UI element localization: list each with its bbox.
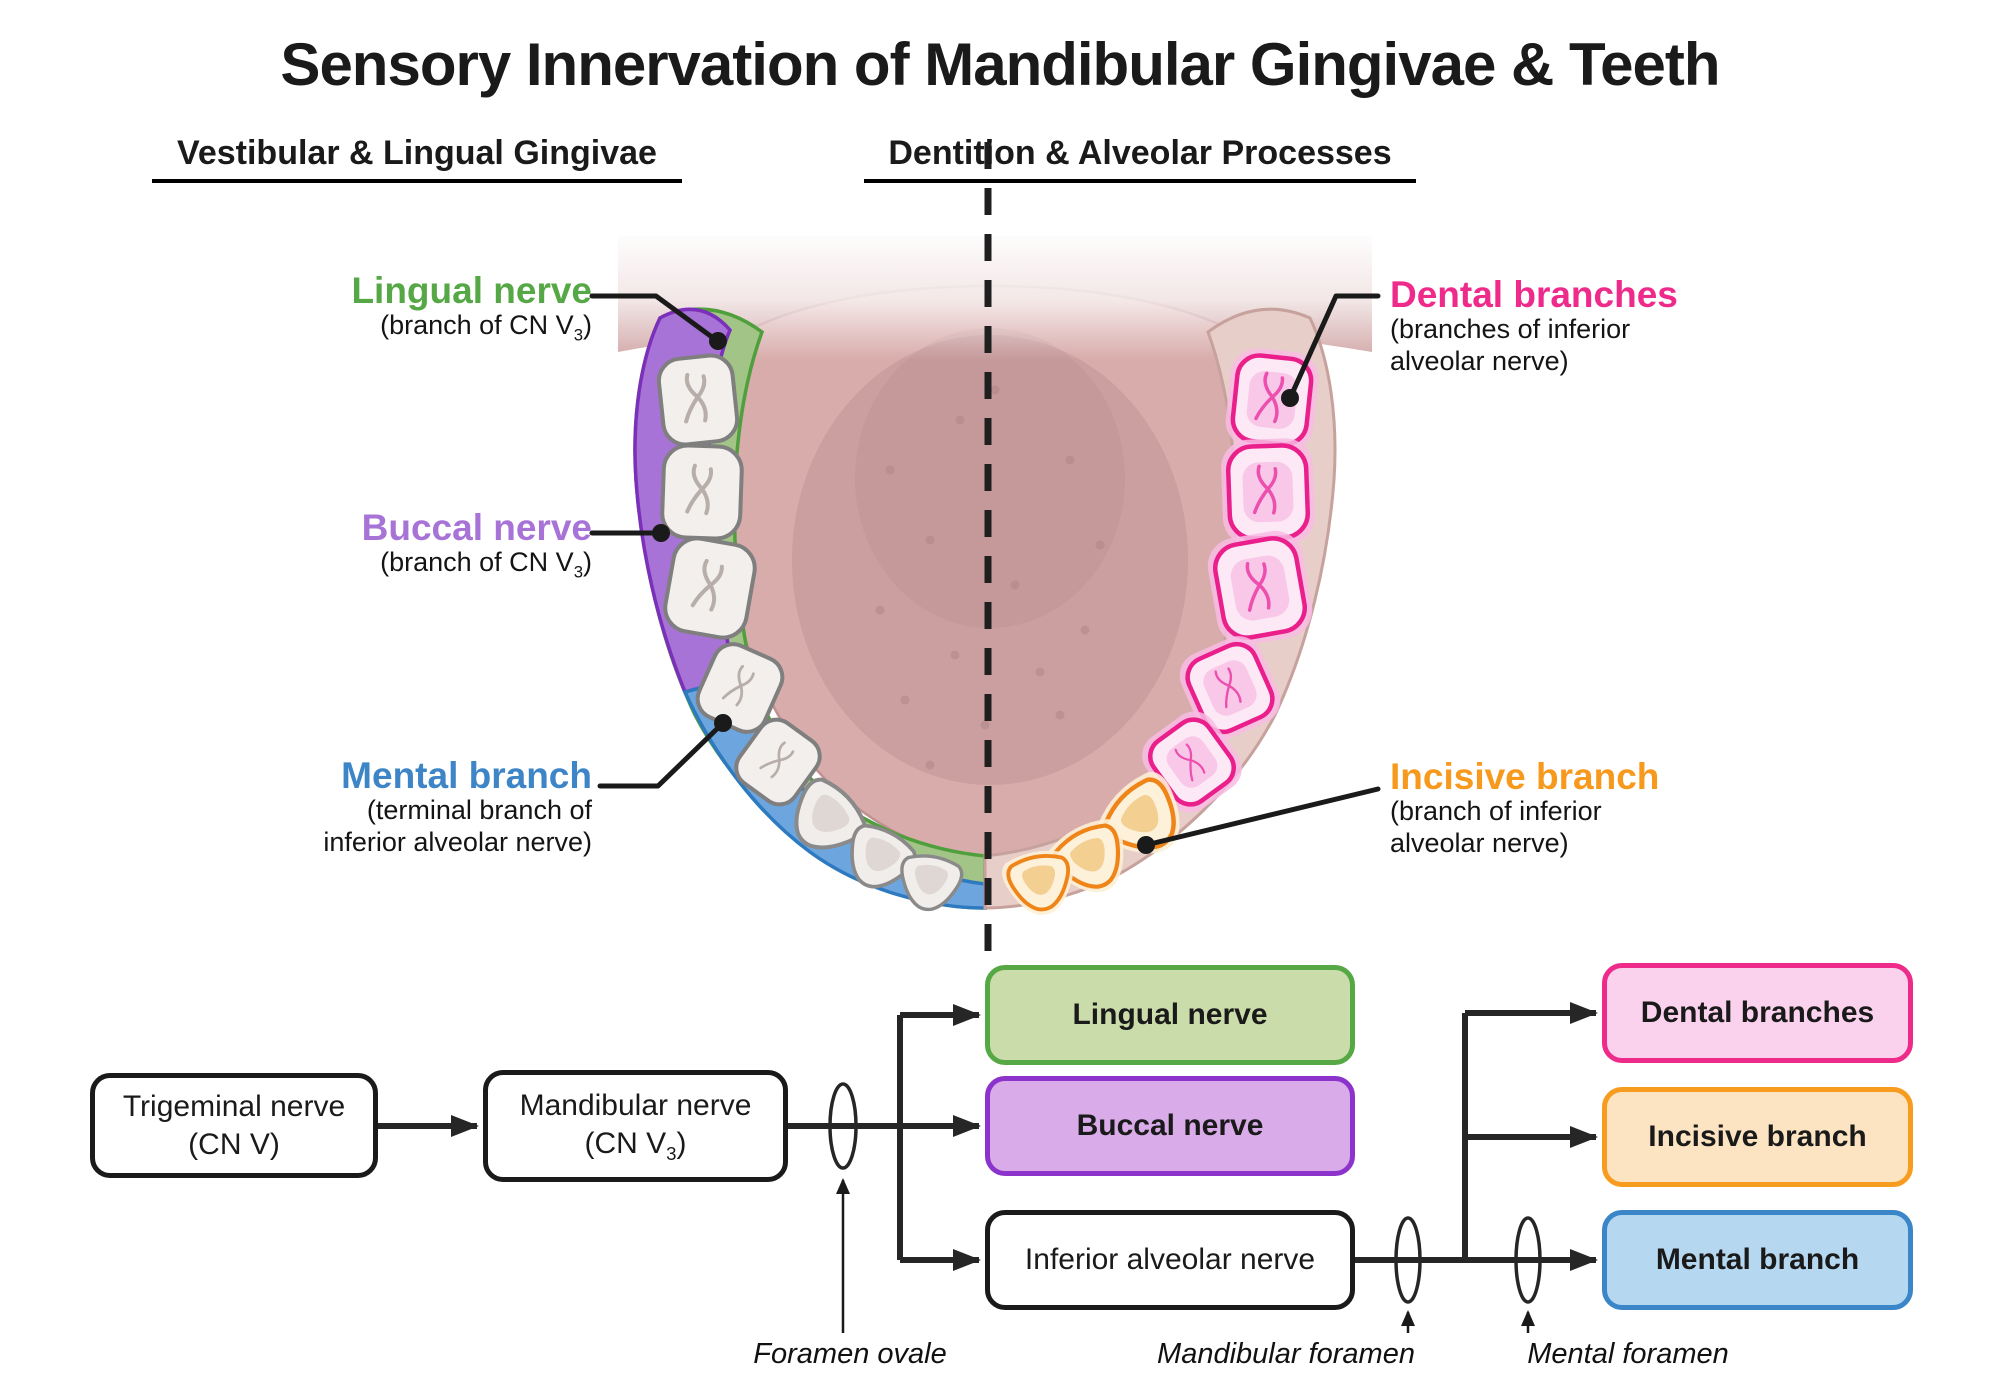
lingual-leader-dot [709,332,727,350]
mental-branch-label: Mental branch [341,755,592,796]
foramen-ovale-label: Foramen ovale [753,1338,947,1370]
incisive-leader-dot [1137,836,1155,854]
tooth [663,536,757,640]
mental-leader-line [597,721,725,789]
mental-branch-sublabel: (terminal branch of inferior alveolar ne… [323,795,592,858]
mental-foramen-label: Mental foramen [1527,1338,1729,1370]
tooth [1179,636,1281,740]
tooth [1207,530,1313,646]
right-teeth-dental [1142,348,1319,813]
callout-dental-branches: Dental branches (branches of inferior al… [1390,276,1830,378]
mandibular-foramen-label: Mandibular foramen [1157,1338,1415,1370]
lingual-nerve-sublabel: (branch of CN V3) [380,310,592,345]
flow-connectors [378,1002,1598,1304]
tooth [660,443,744,541]
flow-box-mandibular-nerve: Mandibular nerve (CN V3) [483,1070,788,1182]
buccal-nerve-label: Buccal nerve [361,507,592,548]
flow-box-inferior-alveolar-nerve: Inferior alveolar nerve [985,1210,1355,1310]
page-title: Sensory Innervation of Mandibular Gingiv… [280,31,1720,98]
section-header-dentition: Dentition & Alveolar Processes [864,134,1416,183]
incisive-branch-sublabel: (branch of inferior alveolar nerve) [1390,796,1602,859]
flow-box-dental-branches: Dental branches [1602,963,1913,1063]
lingual-leader-line [589,293,719,343]
buccal-leader-dot [652,524,670,542]
tongue-papillae [875,385,1105,770]
callout-leaders [589,293,1381,854]
callout-lingual-nerve: Lingual nerve (branch of CN V3) [150,272,592,345]
tooth [1221,438,1315,546]
callout-mental-branch: Mental branch (terminal branch of inferi… [110,757,592,859]
callout-buccal-nerve: Buccal nerve (branch of CN V3) [150,509,592,582]
foramen-ovale-ellipse [828,1082,858,1170]
mandibular-foramen-ellipse [1394,1216,1422,1304]
incisive-leader-line [1147,786,1381,847]
flow-box-trigeminal-nerve: Trigeminal nerve (CN V) [90,1073,378,1178]
dental-branches-sublabel: (branches of inferior alveolar nerve) [1390,314,1631,377]
left-teeth [656,353,966,917]
flow-box-incisive-branch: Incisive branch [1602,1087,1913,1187]
flow-box-lingual-nerve: Lingual nerve [985,965,1355,1065]
tooth [1225,348,1319,452]
foramen-pointer-arrows [836,1178,1535,1333]
flow-box-mental-branch: Mental branch [1602,1210,1913,1310]
incisive-branch-label: Incisive branch [1390,756,1660,797]
lingual-nerve-label: Lingual nerve [351,270,592,311]
section-header-gingivae: Vestibular & Lingual Gingivae [152,134,682,183]
callout-incisive-branch: Incisive branch (branch of inferior alve… [1390,758,1830,860]
mental-foramen-ellipse [1514,1216,1542,1304]
buccal-nerve-sublabel: (branch of CN V3) [380,547,592,582]
dental-leader-line [1288,293,1381,399]
mental-leader-dot [714,714,732,732]
flow-box-buccal-nerve: Buccal nerve [985,1076,1355,1176]
tooth [734,717,822,807]
tooth [656,353,740,447]
dental-branches-label: Dental branches [1390,274,1678,315]
dental-leader-dot [1281,389,1299,407]
